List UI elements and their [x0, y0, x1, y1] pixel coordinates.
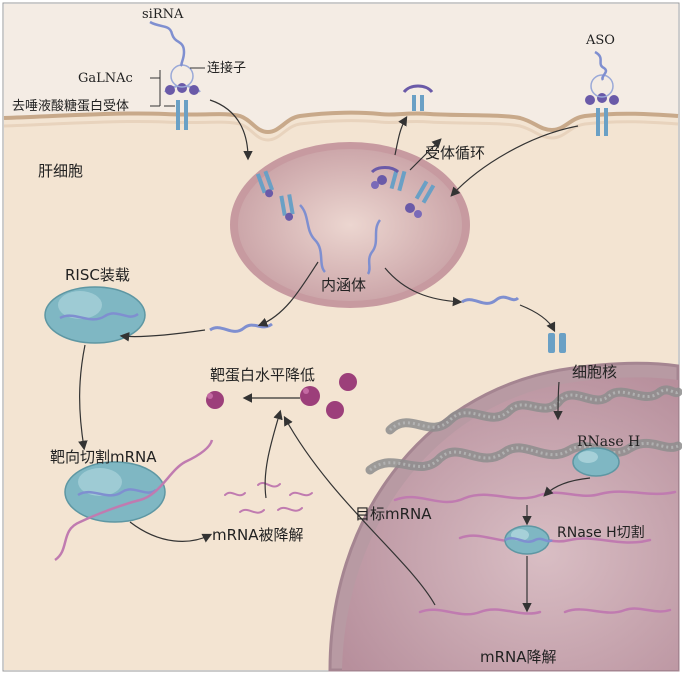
- callout-lines: [150, 67, 205, 107]
- cytoplasm-galnac: [370, 166, 400, 174]
- sirna-strand-top: [149, 20, 186, 67]
- degraded-mrna-fragments: [224, 482, 313, 514]
- rnase-h-enzyme-bound: [504, 525, 553, 555]
- label-receptor: 去唾液酸糖蛋白受体: [12, 98, 129, 114]
- aso-strand-top: [594, 50, 608, 81]
- label-protein-reduction: 靶蛋白水平降低: [210, 366, 315, 384]
- label-receptor-recycling: 受体循环: [425, 144, 485, 162]
- sirna-strand-cytoplasm: [209, 322, 273, 333]
- rnase-h-enzyme-free: [572, 447, 620, 477]
- target-proteins: [206, 373, 357, 419]
- target-mrna-strands: [393, 490, 677, 616]
- label-aso: ASO: [585, 33, 615, 48]
- aso-strand-cytoplasm: [461, 295, 520, 305]
- label-mrna-degraded: mRNA被降解: [212, 526, 304, 544]
- label-galnac: GaLNAc: [78, 71, 133, 86]
- risc-complex-bottom: [54, 439, 214, 562]
- cell-membrane: [3, 110, 679, 135]
- label-hepatocyte: 肝细胞: [38, 162, 83, 180]
- label-sirna: siRNA: [142, 7, 184, 22]
- pathway-arrows: [78, 99, 591, 613]
- nuclear-pore: [548, 333, 566, 353]
- label-rnase-h-cleavage: RNase H切割: [557, 524, 645, 541]
- endosome: [230, 142, 470, 308]
- endosome-receptors: [255, 168, 436, 221]
- label-mrna-degradation: mRNA降解: [480, 648, 557, 666]
- recycled-receptor-top: [402, 84, 434, 111]
- label-risc-loading: RISC装载: [65, 266, 130, 284]
- label-target-mrna: 目标mRNA: [355, 505, 432, 523]
- label-nucleus: 细胞核: [572, 363, 617, 381]
- label-rnase-h: RNase H: [577, 434, 640, 450]
- label-endosome: 内涵体: [321, 276, 366, 294]
- endosome-strand-right: [366, 219, 382, 275]
- label-target-cleavage: 靶向切割mRNA: [50, 448, 157, 466]
- label-linker: 连接子: [207, 60, 246, 76]
- risc-complex-top: [44, 286, 146, 344]
- membrane-receptor-right: [585, 74, 619, 136]
- endosome-strand-left: [299, 204, 327, 273]
